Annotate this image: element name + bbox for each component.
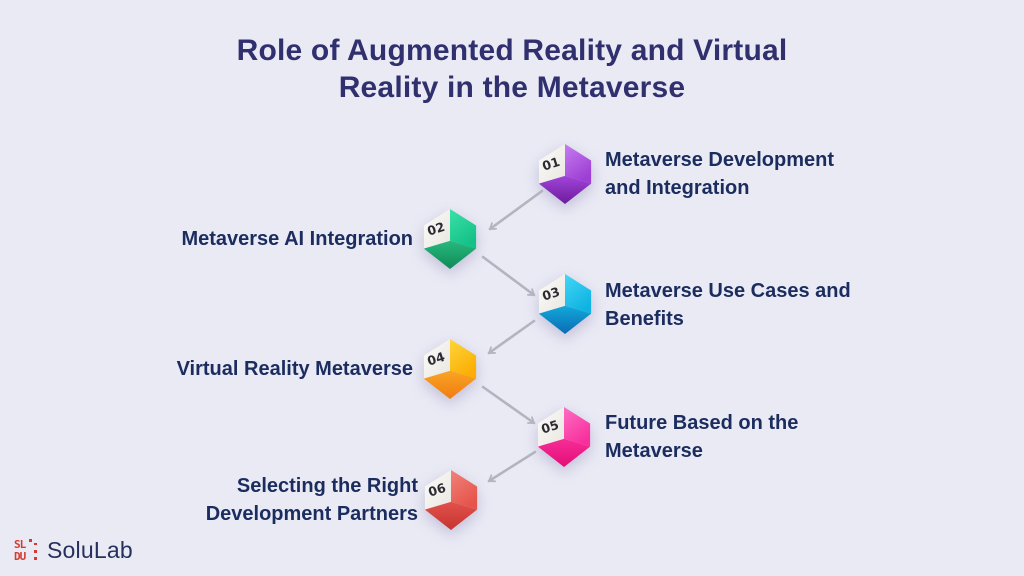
step-6-cube-icon: 06	[424, 470, 478, 530]
arrow-step2-to-step3-icon	[481, 255, 536, 297]
solulab-logo-text: SoluLab	[47, 537, 133, 563]
arrow-step5-to-step6-icon	[487, 450, 537, 483]
step-5-cube-icon: 05	[537, 407, 591, 467]
step-2-label-line1: Metaverse AI Integration	[181, 228, 413, 250]
step-1-cube-icon: 01	[538, 144, 592, 204]
step-6-label-line1: Selecting the Right	[236, 475, 418, 497]
step-6-label: Selecting the Right Development Partners	[78, 472, 418, 528]
arrow-step1-to-step2-icon	[488, 189, 544, 231]
step-2-number: 02	[425, 219, 446, 239]
step-6-number: 06	[426, 480, 447, 500]
step-3-label: Metaverse Use Cases and Benefits	[605, 277, 905, 333]
step-3-number: 03	[540, 284, 561, 304]
logo-mark-top: SL	[14, 538, 27, 551]
step-5-number: 05	[539, 417, 560, 437]
arrow-step4-to-step5-icon	[481, 385, 536, 425]
step-4-number: 04	[425, 349, 446, 369]
arrow-step3-to-step4-icon	[487, 319, 536, 355]
step-2-cube-icon: 02	[423, 209, 477, 269]
solulab-logo: SL DU SoluLab	[14, 537, 133, 564]
step-4-label: Virtual Reality Metaverse	[78, 355, 413, 383]
step-2-label: Metaverse AI Integration	[78, 225, 413, 253]
step-4-cube-icon: 04	[423, 339, 477, 399]
step-5-label: Future Based on the Metaverse	[605, 409, 905, 465]
step-5-label-line1: Future Based on the	[605, 412, 799, 434]
step-6-label-line2: Development Partners	[205, 503, 418, 525]
step-4-label-line1: Virtual Reality Metaverse	[176, 358, 413, 380]
step-3-cube-icon: 03	[538, 274, 592, 334]
step-1-label: Metaverse Development and Integration	[605, 146, 905, 202]
step-3-label-line2: Benefits	[605, 308, 684, 330]
step-1-number: 01	[540, 154, 561, 174]
step-5-label-line2: Metaverse	[605, 440, 703, 462]
logo-mark-bottom: DU	[14, 550, 27, 563]
step-1-label-line2: and Integration	[605, 177, 750, 199]
solulab-logo-icon: SL DU	[14, 538, 37, 563]
step-1-label-line1: Metaverse Development	[605, 149, 834, 171]
step-3-label-line1: Metaverse Use Cases and	[605, 280, 851, 302]
page-title: Role of Augmented Reality and Virtual Re…	[236, 34, 788, 104]
